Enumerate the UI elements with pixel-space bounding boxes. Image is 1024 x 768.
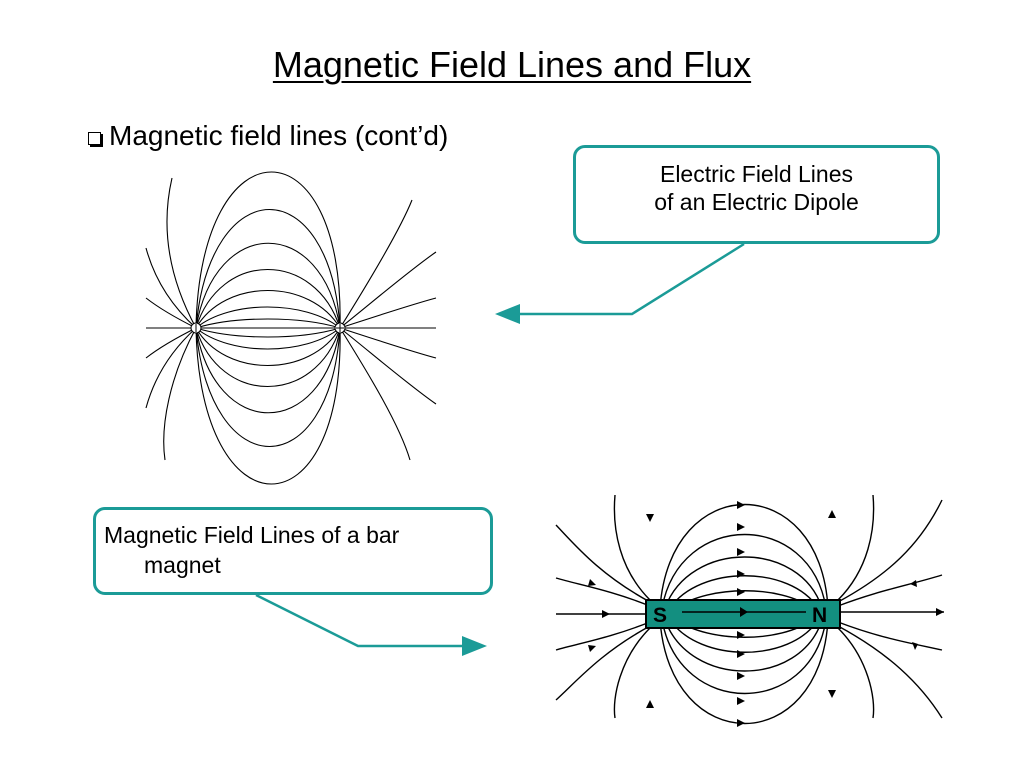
bar-magnet: [645, 599, 841, 629]
field-line: [195, 209, 341, 329]
field-line: [339, 251, 437, 329]
electric-dipole-diagram: [145, 171, 437, 485]
square-bullet-icon: [88, 131, 101, 145]
field-line: [195, 327, 341, 485]
field-line: [195, 318, 341, 329]
callout-line: Magnetic Field Lines of a bar: [104, 522, 400, 548]
callout-line: of an Electric Dipole: [654, 189, 859, 215]
field-line: [145, 297, 197, 329]
field-line: [664, 556, 823, 609]
field-line: [195, 327, 341, 366]
field-line: [837, 574, 943, 607]
field-line: [555, 625, 651, 701]
field-line: [195, 269, 341, 329]
bar-magnet-diagram: [555, 494, 944, 727]
field-line: [195, 327, 341, 447]
field-line: [339, 327, 437, 359]
field-line: [669, 575, 819, 609]
field-line: [555, 524, 651, 603]
field-line: [195, 290, 341, 329]
field-line: [613, 494, 651, 601]
field-line: [163, 327, 197, 461]
field-line: [669, 619, 819, 653]
field-line: [145, 327, 197, 359]
field-line: [195, 171, 341, 329]
field-line: [837, 494, 875, 601]
slide-title: Magnetic Field Lines and Flux: [272, 44, 752, 85]
bullet-item: Magnetic field lines (cont’d): [88, 120, 448, 152]
magnet-arrow-icon: [740, 607, 748, 617]
magnet-pointer-arrow: [255, 593, 487, 656]
bullet-text: Magnetic field lines (cont’d): [109, 120, 449, 151]
field-line: [661, 619, 827, 694]
bar-magnet-callout: Magnetic Field Lines of a bar magnet: [93, 507, 493, 595]
field-line: [166, 177, 197, 329]
direction-arrow-icons: [588, 501, 944, 727]
field-line: [195, 327, 341, 338]
field-line: [837, 627, 875, 719]
magnet-north-label: N: [812, 604, 827, 627]
field-line: [339, 327, 411, 461]
field-line: [659, 504, 829, 609]
callout-line: magnet: [144, 552, 221, 578]
magnet-south-label: S: [653, 604, 667, 627]
field-line: [339, 199, 413, 329]
field-line: [195, 306, 341, 329]
field-line: [195, 242, 341, 329]
field-line: [195, 327, 341, 387]
field-line: [145, 247, 197, 329]
electric-dipole-callout: Electric Field Lines of an Electric Dipo…: [573, 145, 940, 244]
electric-pointer-arrow: [495, 242, 745, 324]
field-line: [555, 621, 651, 651]
field-line: [837, 621, 943, 651]
field-line: [837, 499, 943, 603]
field-line: [195, 327, 341, 414]
field-line: [613, 627, 651, 719]
field-line: [664, 619, 823, 672]
field-line: [195, 327, 341, 350]
field-line: [339, 297, 437, 329]
callout-line: Electric Field Lines: [659, 161, 854, 187]
field-line: [661, 534, 827, 609]
field-line: [145, 327, 197, 409]
field-line: [555, 577, 651, 607]
field-line: [339, 327, 437, 405]
field-line: [837, 625, 943, 719]
field-line: [659, 619, 829, 724]
